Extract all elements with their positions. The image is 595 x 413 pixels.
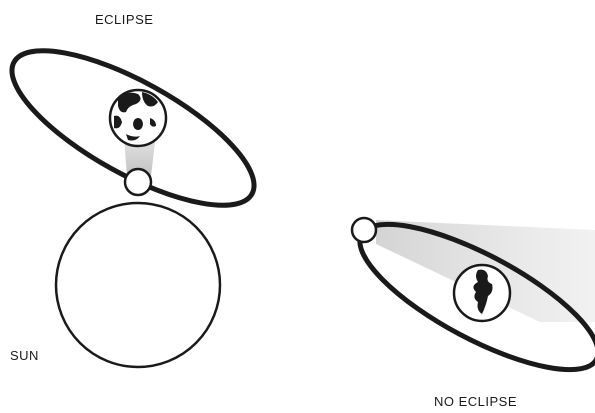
- moon-eclipse: [125, 169, 151, 195]
- sun: [56, 203, 220, 367]
- eclipse-label: ECLIPSE: [95, 12, 153, 27]
- moon-no-eclipse: [352, 218, 376, 242]
- sun-label: SUN: [10, 348, 39, 363]
- no-eclipse-label: NO ECLIPSE: [434, 394, 517, 409]
- planet-no-eclipse: [454, 265, 510, 321]
- planet-eclipse: [110, 90, 166, 146]
